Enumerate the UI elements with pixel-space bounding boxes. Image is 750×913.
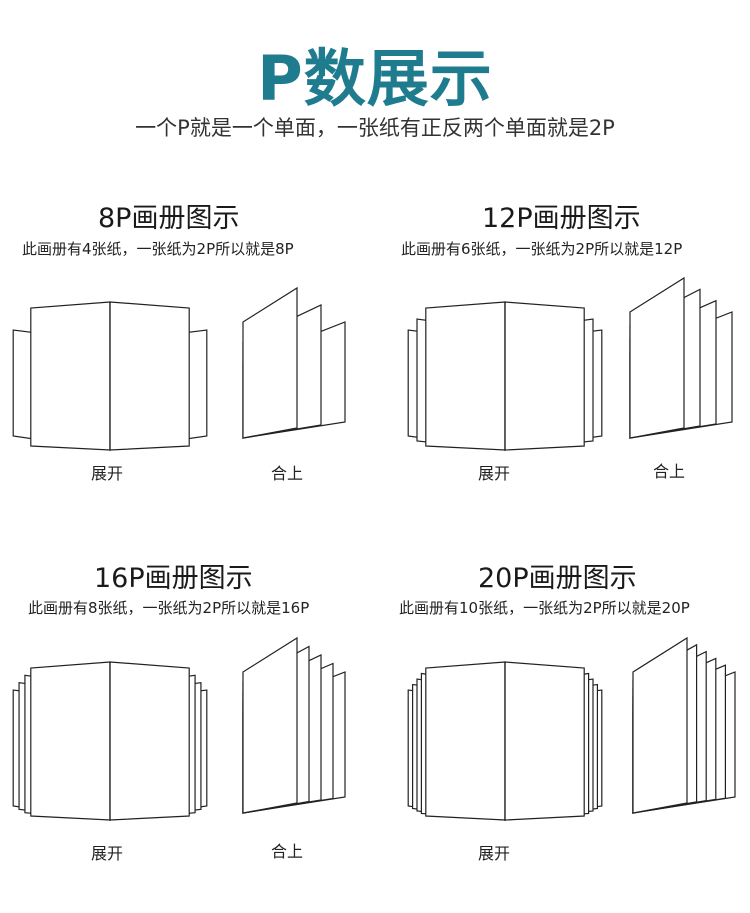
open-book-diagram [12,661,208,821]
page-leaf [242,636,298,814]
open-label: 展开 [478,464,511,483]
closed-label: 合上 [653,462,686,481]
panel-description: 此画册有10张纸，一张纸为2P所以就是20P [399,599,690,617]
open-book-diagram [12,301,208,451]
panel-description: 此画册有4张纸，一张纸为2P所以就是8P [22,240,294,258]
page-leaf [425,661,506,821]
panel-title: 20P画册图示 [478,563,637,594]
page-leaf [425,301,506,451]
closed-label: 合上 [271,842,304,861]
page-leaf [504,301,585,451]
panel-title: 12P画册图示 [482,203,641,234]
page-leaf [629,276,685,439]
open-label: 展开 [91,464,124,483]
page-leaf [109,661,190,821]
open-book-diagram [407,301,603,451]
closed-book-diagram [242,286,346,439]
panel-description: 此画册有6张纸，一张纸为2P所以就是12P [401,240,683,258]
open-book-diagram [407,661,603,821]
closed-label: 合上 [271,464,304,483]
page-leaf [242,286,298,439]
page-leaf [30,661,111,821]
page-subtitle: 一个P就是一个单面，一张纸有正反两个单面就是2P [135,116,615,140]
panel-title: 8P画册图示 [98,203,240,234]
closed-book-diagram [629,276,733,439]
page-leaf [504,661,585,821]
page-title: P数展示 [257,42,493,115]
page-leaf [632,636,688,814]
open-label: 展开 [478,844,511,863]
page-leaf [109,301,190,451]
panel-title: 16P画册图示 [94,563,253,594]
closed-book-diagram [242,636,346,814]
closed-book-diagram [632,636,736,814]
page-leaf [30,301,111,451]
open-label: 展开 [91,844,124,863]
panel-description: 此画册有8张纸，一张纸为2P所以就是16P [28,599,310,617]
